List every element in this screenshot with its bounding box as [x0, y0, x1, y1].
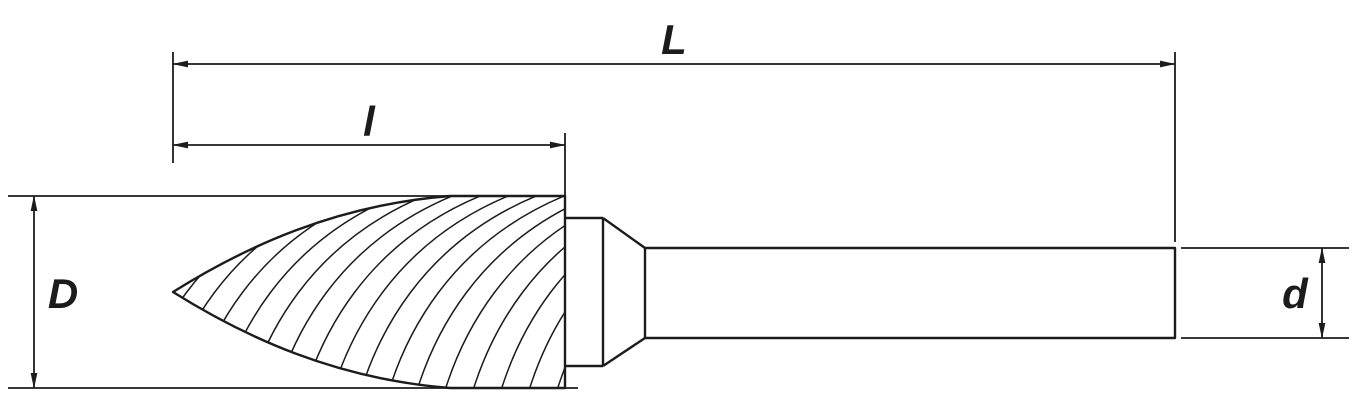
- dimension-label-L: L: [661, 16, 687, 63]
- flute-line: [351, 196, 558, 388]
- flute-line: [379, 196, 565, 388]
- dimension-shank-diameter: d: [1181, 247, 1349, 339]
- flute-line: [267, 196, 474, 388]
- burr-part: [171, 194, 1177, 390]
- flute-line: [407, 196, 565, 388]
- burr-head-outline: [171, 194, 567, 390]
- flute-line: [435, 196, 565, 388]
- dimension-label-l: l: [363, 98, 376, 145]
- collar-neck: [565, 216, 646, 368]
- flute-line: [173, 196, 194, 388]
- dimension-label-D: D: [48, 270, 78, 317]
- flute-line: [295, 196, 502, 388]
- dimension-head-diameter: D: [8, 195, 578, 389]
- shank: [643, 246, 1177, 340]
- flute-line: [547, 196, 565, 388]
- flute-line: [491, 196, 565, 388]
- dimension-cutting-length: l: [172, 98, 566, 196]
- flute-line: [463, 196, 565, 388]
- dimension-overall-length: L: [172, 16, 1176, 242]
- flute-line: [211, 196, 418, 388]
- flute-line: [239, 196, 446, 388]
- flute-line: [323, 196, 530, 388]
- dimension-label-d: d: [1282, 270, 1309, 317]
